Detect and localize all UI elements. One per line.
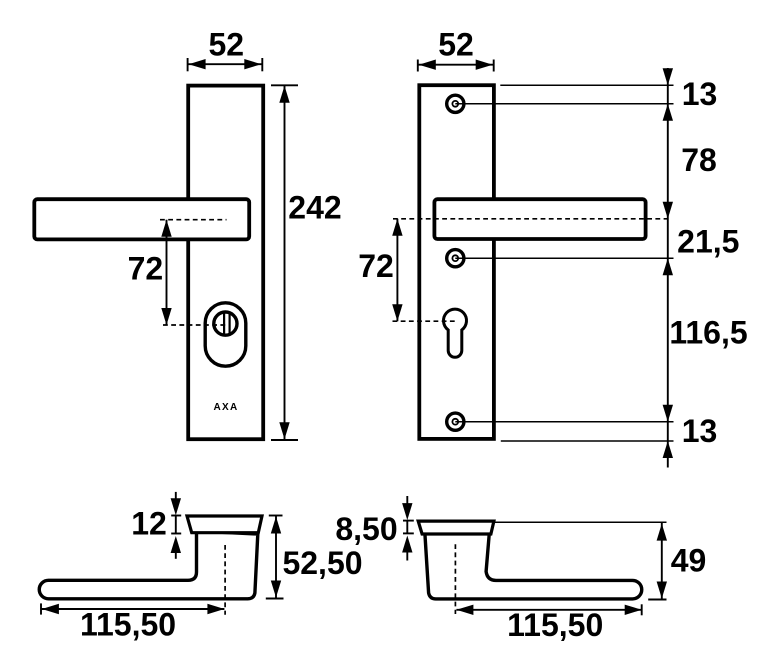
svg-text:13: 13 bbox=[682, 413, 718, 449]
svg-text:AXA: AXA bbox=[213, 402, 238, 413]
svg-text:115,50: 115,50 bbox=[80, 607, 176, 643]
svg-text:52: 52 bbox=[438, 27, 474, 63]
svg-text:12: 12 bbox=[131, 506, 167, 542]
svg-text:49: 49 bbox=[671, 542, 707, 578]
svg-text:13: 13 bbox=[682, 76, 718, 112]
svg-text:242: 242 bbox=[288, 190, 341, 226]
svg-text:78: 78 bbox=[681, 142, 717, 178]
svg-text:21,5: 21,5 bbox=[677, 223, 739, 259]
svg-text:115,50: 115,50 bbox=[507, 607, 603, 643]
svg-text:52: 52 bbox=[209, 27, 245, 63]
svg-text:72: 72 bbox=[358, 248, 394, 284]
svg-text:72: 72 bbox=[128, 251, 164, 287]
svg-text:52,50: 52,50 bbox=[282, 545, 362, 581]
svg-text:8,50: 8,50 bbox=[335, 511, 397, 547]
svg-text:116,5: 116,5 bbox=[669, 314, 747, 350]
